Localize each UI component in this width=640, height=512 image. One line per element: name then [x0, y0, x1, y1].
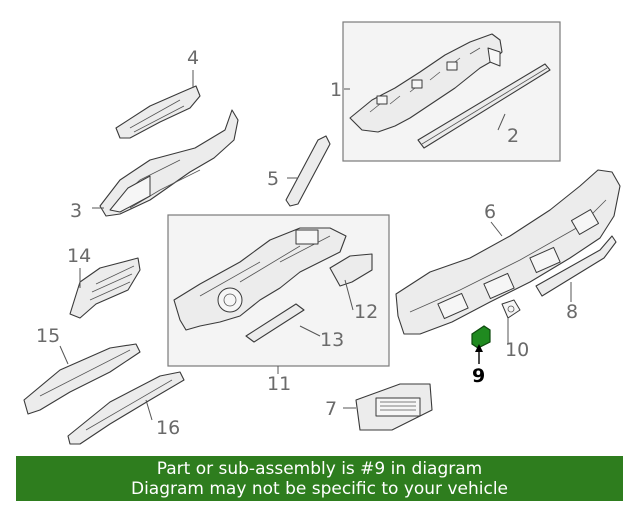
- part-1-bracket[interactable]: [349, 33, 503, 133]
- callout-11: 11: [267, 373, 291, 395]
- leader-lines: [59, 70, 572, 421]
- part-5-slim-trim[interactable]: [285, 135, 331, 207]
- part-13-strip[interactable]: [245, 303, 305, 343]
- callout-2: 2: [507, 125, 519, 147]
- part-7-vent-box[interactable]: [355, 383, 433, 431]
- part-2-trim-strip[interactable]: [417, 63, 551, 149]
- callout-8: 8: [566, 301, 578, 323]
- info-banner: Part or sub-assembly is #9 in diagram Di…: [16, 456, 623, 501]
- sub-assembly-box-1: [342, 21, 561, 162]
- callout-6: 6: [484, 201, 496, 223]
- callout-7: 7: [325, 398, 337, 420]
- callout-1: 1: [330, 79, 342, 101]
- part-3-side-panel[interactable]: [99, 109, 239, 217]
- callout-12: 12: [354, 301, 378, 323]
- part-10-clip[interactable]: [501, 299, 521, 319]
- part-14-side-vent[interactable]: [69, 257, 141, 319]
- callout-10: 10: [505, 339, 529, 361]
- callout-3: 3: [70, 200, 82, 222]
- part-4-vent[interactable]: [115, 85, 201, 139]
- parts-diagram: 1 2 3 4 5 6 7 8 9 10 11 12 13 14 15 16: [23, 21, 621, 445]
- callout-14: 14: [67, 245, 91, 267]
- callout-15: 15: [36, 325, 60, 347]
- part-12-cover[interactable]: [329, 253, 373, 287]
- callout-5: 5: [267, 168, 279, 190]
- banner-line-2: Diagram may not be specific to your vehi…: [130, 478, 508, 499]
- part-8-trim[interactable]: [535, 235, 617, 297]
- part-15-lower-trim[interactable]: [23, 343, 141, 415]
- callout-16: 16: [156, 417, 180, 439]
- callout-9: 9: [472, 365, 485, 387]
- part-6-main-panel[interactable]: [395, 169, 621, 335]
- callout-4: 4: [187, 47, 199, 69]
- part-16-lower-trim[interactable]: [67, 371, 185, 445]
- part-11-frame[interactable]: [173, 227, 347, 331]
- callout-13: 13: [320, 329, 344, 351]
- banner-line-1: Part or sub-assembly is #9 in diagram: [156, 458, 483, 479]
- part-9-highlighted[interactable]: [471, 325, 491, 349]
